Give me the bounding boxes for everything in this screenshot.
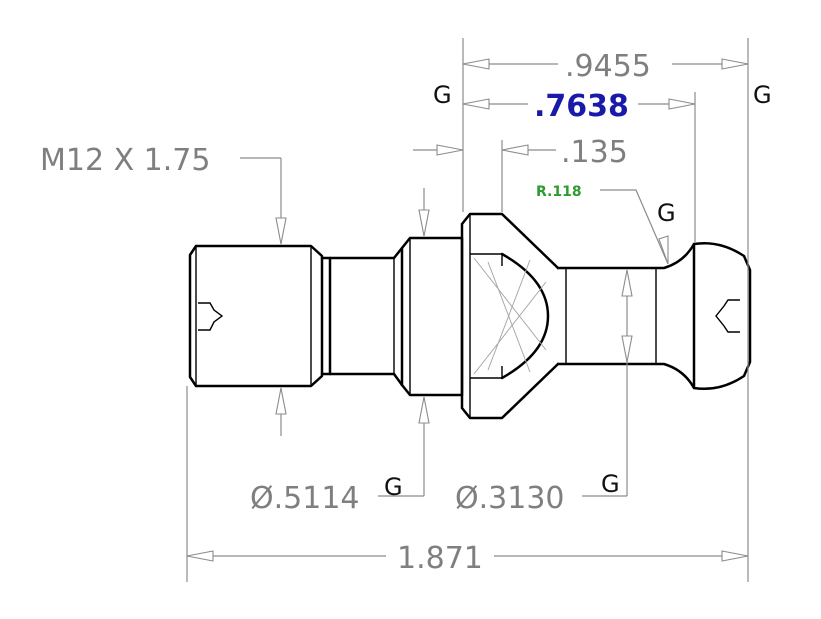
collar — [400, 236, 464, 397]
part-outline — [188, 212, 752, 420]
arrow-neck-top — [621, 269, 633, 297]
dim-thread: M12 X 1.75 — [40, 143, 210, 178]
thread-undercut — [320, 256, 332, 376]
flange — [460, 212, 560, 420]
arrow-collar-bottom — [418, 396, 430, 424]
arrow-1871-left — [186, 550, 214, 562]
arrow-9455-left — [462, 58, 490, 70]
arrowheads — [186, 58, 749, 562]
shank — [328, 246, 404, 387]
dimension-lines — [187, 63, 748, 557]
g-marker-top-left: G — [433, 81, 452, 109]
arrow-135-right — [501, 144, 529, 156]
dim-neck-diameter: Ø.3130 — [455, 481, 565, 516]
g-marker-top-right: G — [753, 81, 772, 109]
thread-section — [188, 244, 324, 388]
extension-lines — [186, 38, 749, 582]
dim-collar-diameter: Ø.5114 — [250, 481, 360, 516]
dim-overall-length: 1.871 — [397, 541, 483, 576]
dim-top-driven: .7638 — [534, 89, 629, 124]
arrow-7638-left — [462, 98, 490, 110]
right-center-hole — [715, 299, 740, 333]
cone-hidden-lines — [473, 257, 547, 375]
arrow-neck-bottom — [621, 335, 633, 363]
left-center-hole — [198, 302, 224, 331]
g-marker-neck: G — [601, 470, 620, 498]
arrow-9455-right — [721, 58, 749, 70]
arrow-135-left — [436, 144, 464, 156]
arrow-1871-right — [721, 550, 749, 562]
g-marker-radius: G — [657, 199, 676, 227]
dim-radius: R.118 — [536, 184, 582, 200]
dim-top-overall: .9455 — [565, 49, 651, 84]
arrow-7638-right — [668, 98, 696, 110]
arrow-collar-top — [418, 209, 430, 237]
neck — [556, 242, 696, 390]
g-marker-collar: G — [384, 473, 403, 501]
arrow-thread-top — [275, 217, 287, 245]
arrow-thread-bottom — [275, 387, 287, 415]
knob-head — [692, 242, 752, 390]
arrow-radius — [658, 235, 669, 265]
dim-flange-thickness: .135 — [561, 135, 628, 170]
